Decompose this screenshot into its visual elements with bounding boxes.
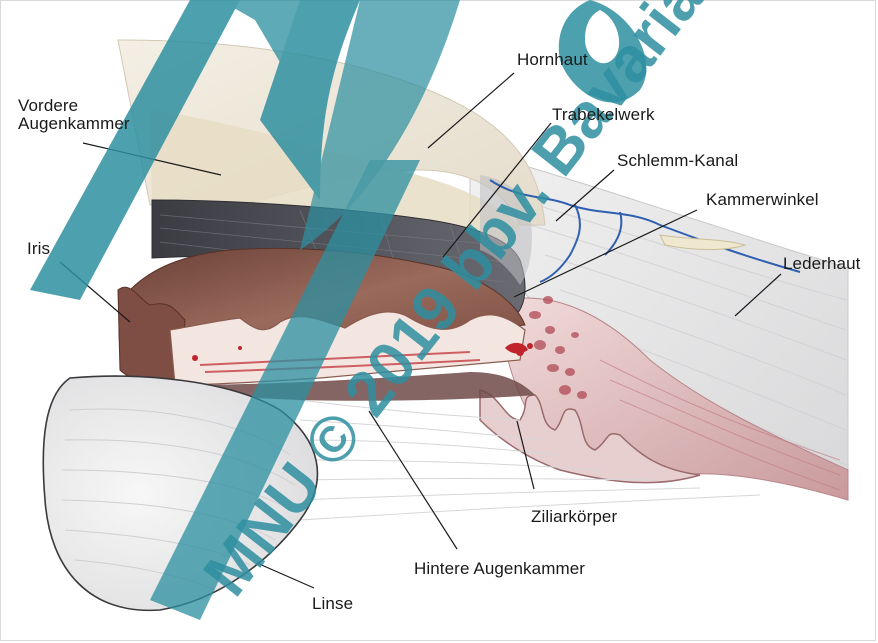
label-lederhaut: Lederhaut	[783, 255, 860, 273]
label-vordere-augenkammer: Vordere Augenkammer	[18, 97, 130, 133]
label-hornhaut: Hornhaut	[517, 51, 588, 69]
label-trabekelwerk: Trabekelwerk	[552, 106, 655, 124]
label-kammerwinkel: Kammerwinkel	[706, 191, 819, 209]
label-iris: Iris	[27, 240, 50, 258]
label-schlemm-kanal: Schlemm-Kanal	[617, 152, 738, 170]
label-ziliarkoerper: Ziliarkörper	[531, 508, 617, 526]
label-hintere-augenkammer: Hintere Augenkammer	[414, 560, 585, 578]
label-linse: Linse	[312, 595, 353, 613]
